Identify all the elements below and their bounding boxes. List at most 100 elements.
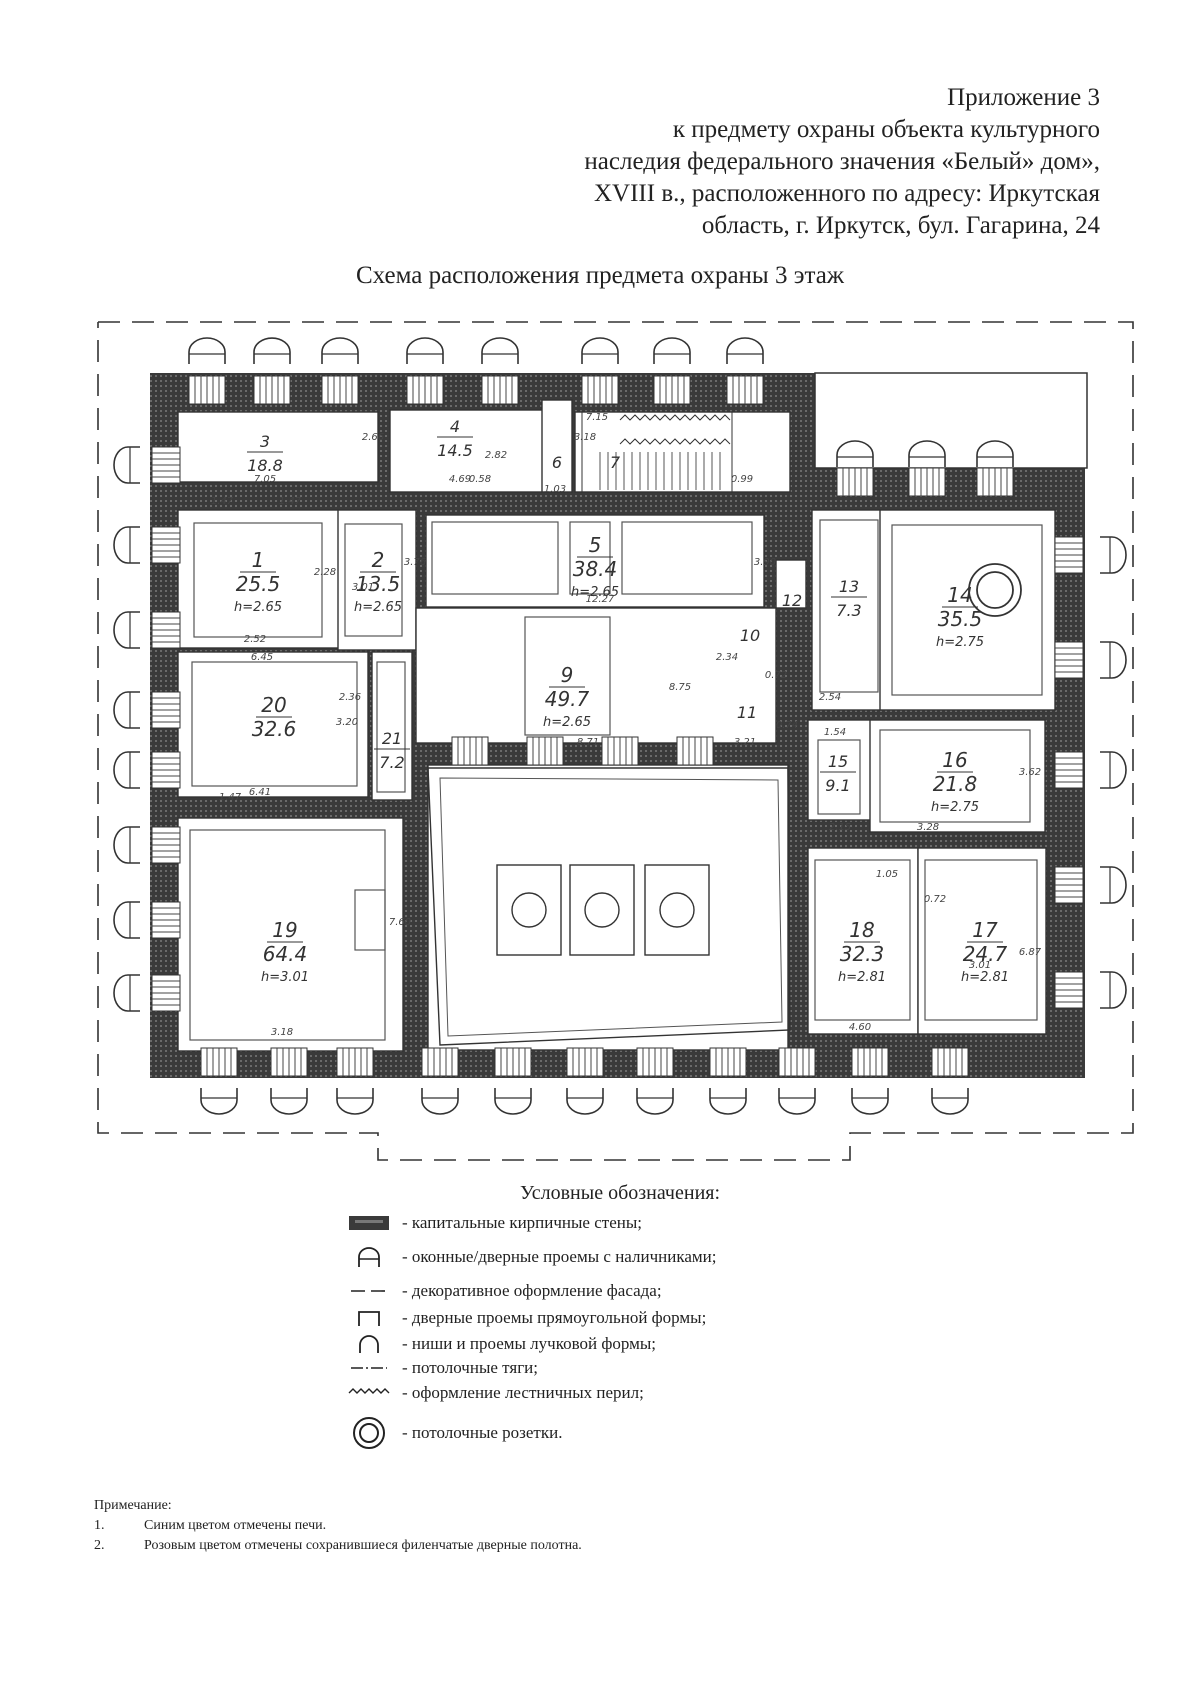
legend-item: - ниши и проемы лучковой формы;	[340, 1331, 656, 1357]
window-bay	[653, 375, 691, 405]
note-text: Розовым цветом отмечены сохранившиеся фи…	[144, 1538, 582, 1553]
window-bay	[976, 467, 1014, 497]
room-number: 2	[372, 548, 385, 572]
plan-title: Схема расположения предмета охраны 3 эта…	[355, 262, 845, 289]
window-bay	[566, 1047, 604, 1077]
window-arch-icon	[931, 1088, 969, 1115]
room-number: 20	[261, 693, 286, 717]
window-bay	[908, 467, 946, 497]
window-bay	[406, 375, 444, 405]
window-bay	[836, 467, 874, 497]
note-item: 2. Розовым цветом отмечены сохранившиеся…	[94, 1536, 582, 1556]
window-bay	[526, 736, 564, 766]
dimension-label: 2.36	[339, 692, 361, 703]
window-arch-icon	[188, 337, 226, 364]
window-arch-icon	[851, 1088, 889, 1115]
room-number: 15	[828, 752, 848, 771]
window-arch-icon	[653, 337, 691, 364]
room-area: 13.5	[356, 572, 401, 596]
window-bay	[1054, 866, 1084, 904]
rosette-icon	[340, 1417, 398, 1449]
dimension-label: 1.05	[876, 869, 898, 880]
legend-label: - оконные/дверные проемы с наличниками;	[402, 1247, 717, 1266]
window-arch-icon	[566, 1088, 604, 1115]
legend-item: - дверные проемы прямоугольной формы;	[340, 1305, 706, 1331]
header-line: Приложение 3	[947, 84, 1100, 111]
window-bay	[151, 974, 181, 1012]
window-arch-icon	[113, 826, 140, 864]
window-bay	[151, 446, 181, 484]
window-bay	[481, 375, 519, 405]
dimension-label: 3.18	[574, 432, 596, 443]
window-arch-icon	[1100, 971, 1127, 1009]
window-arch-icon	[113, 691, 140, 729]
window-arch-icon	[406, 337, 444, 364]
dimension-label: 1.47	[211, 496, 234, 507]
header-line: область, г. Иркутск, бул. Гагарина, 24	[701, 212, 1100, 239]
window-arch-icon	[636, 1088, 674, 1115]
note-text: Синим цветом отмечены печи.	[144, 1518, 327, 1533]
legend-item: - потолочные розетки.	[340, 1417, 562, 1449]
window-arch-icon	[113, 446, 140, 484]
dimension-label: 12.27	[586, 594, 615, 605]
window-arch-icon	[336, 1088, 374, 1115]
room-number: 11	[737, 703, 757, 722]
dimension-label: 0.74	[776, 720, 798, 731]
room-area: 7.3	[836, 601, 861, 620]
room-number: 12	[782, 591, 802, 610]
room-number: 3	[260, 432, 270, 451]
dimension-label: 2.28	[314, 567, 336, 578]
brick-wall-swatch-icon	[340, 1210, 398, 1236]
legend-item: - капитальные кирпичные стены;	[340, 1210, 642, 1236]
room-height: h=2.65	[571, 585, 619, 600]
legend-item: - потолочные тяги;	[340, 1355, 538, 1381]
room-number: 13	[839, 577, 859, 596]
room-height: h=2.65	[543, 715, 591, 730]
room-height: h=2.75	[936, 635, 984, 650]
window-arch-icon	[421, 1088, 459, 1115]
dimension-label: 2.66	[362, 432, 384, 443]
stove-group	[496, 864, 710, 956]
dimension-label: 0.58	[469, 474, 491, 485]
room-height: h=2.65	[234, 600, 282, 615]
window-bay	[151, 751, 181, 789]
window-arch-icon	[113, 751, 140, 789]
dash-dot-line-icon	[340, 1355, 398, 1381]
ceiling-rosette	[968, 563, 1022, 617]
legend-item: - оконные/дверные проемы с наличниками;	[340, 1244, 716, 1270]
dimension-label: 0.72	[765, 670, 787, 681]
room-area: 24.7	[963, 942, 1008, 966]
header-line: наследия федерального значения «Белый» д…	[584, 148, 1100, 175]
room-number: 5	[589, 533, 602, 557]
room-height: h=2.81	[961, 970, 1009, 985]
staircase	[581, 411, 733, 493]
note-number: 1.	[94, 1518, 105, 1533]
window-arch-icon	[113, 901, 140, 939]
dimension-label: 3.01	[969, 960, 991, 971]
dimension-label: 2.54	[819, 692, 841, 703]
window-arch-icon	[581, 337, 619, 364]
room-area: 25.5	[236, 572, 281, 596]
arch-niche-icon	[340, 1331, 398, 1357]
window-arch-icon	[1100, 866, 1127, 904]
window-bay	[321, 375, 359, 405]
notes-block: Примечание: 1. Синим цветом отмечены печ…	[94, 1496, 582, 1556]
room-area: 21.8	[933, 772, 978, 796]
window-bay	[1054, 536, 1084, 574]
header-line: XVIII в., расположенного по адресу: Ирку…	[594, 180, 1100, 207]
dimension-label: 1.47	[279, 496, 302, 507]
window-arch-icon	[321, 337, 359, 364]
appendix-header: Приложение 3 к предмету охраны объекта к…	[400, 82, 1100, 242]
dimension-label: 2.52	[244, 634, 266, 645]
dimension-label: 8.71	[577, 737, 599, 748]
dimension-label: 3.21	[734, 737, 756, 748]
dimension-label: 7.15	[586, 412, 608, 423]
room-area: 64.4	[263, 942, 308, 966]
window-arch-icon	[113, 526, 140, 564]
room-number: 6	[552, 453, 562, 472]
dimension-label: 2.34	[716, 652, 738, 663]
room-height: h=2.65	[354, 600, 402, 615]
dimension-label: 3.20	[336, 717, 358, 728]
